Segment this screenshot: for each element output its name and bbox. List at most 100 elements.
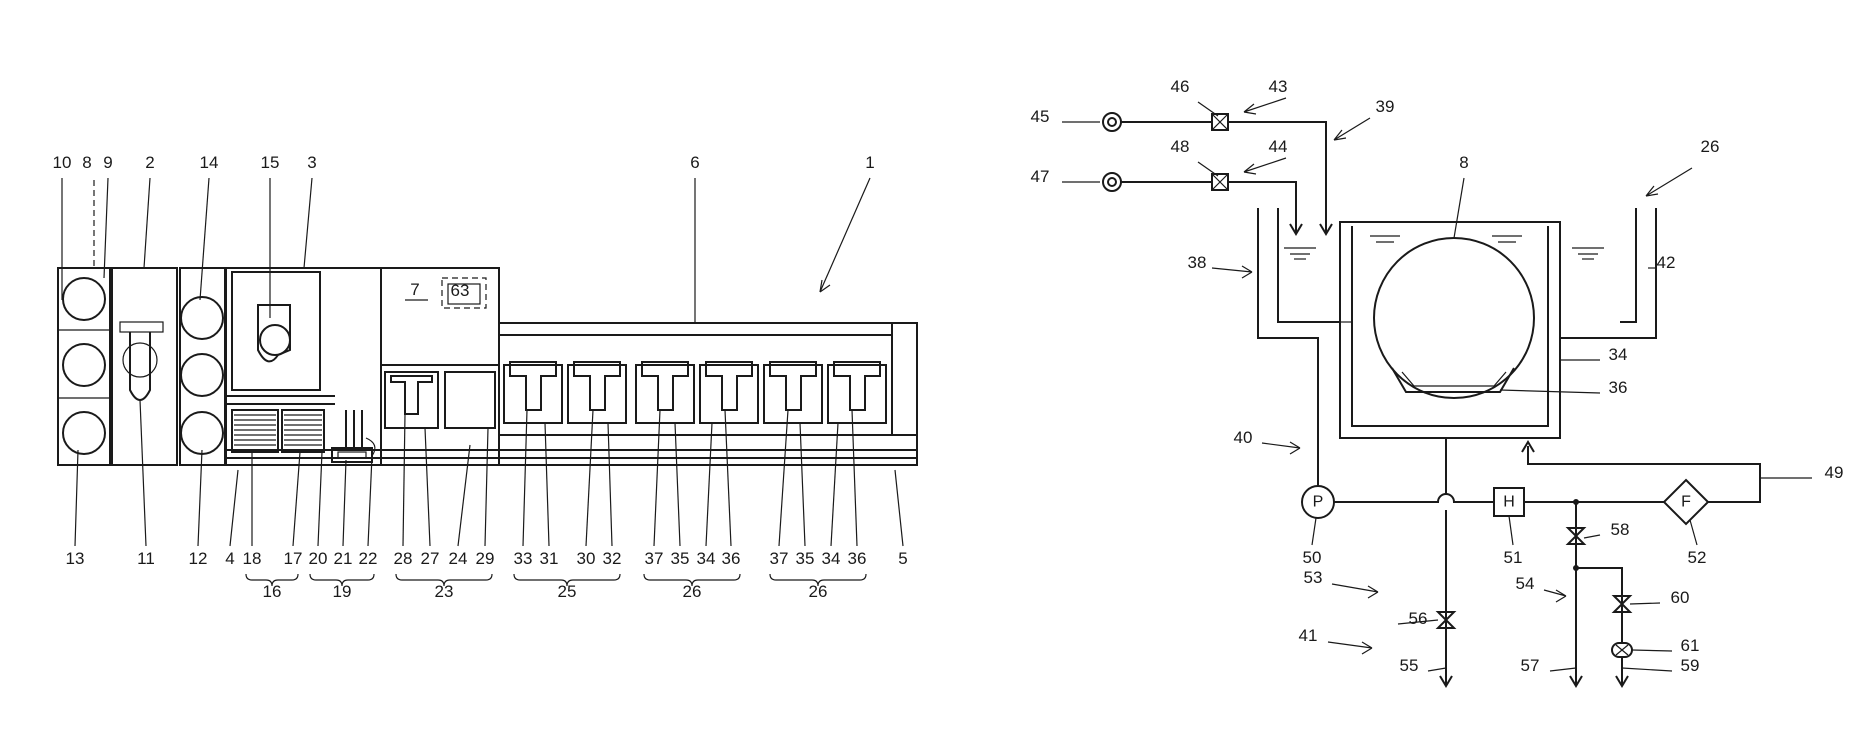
left-top-label-15: 15	[261, 153, 280, 172]
left-box-labels: 763	[410, 280, 469, 300]
left-group-label-26: 26	[809, 582, 828, 601]
right-label-45: 45	[1031, 107, 1050, 126]
right-label-55: 55	[1400, 656, 1419, 675]
tank-group-26b	[764, 362, 886, 423]
right-label-57: 57	[1521, 656, 1540, 675]
heater-symbol: H	[1503, 494, 1515, 511]
right-label-39: 39	[1376, 97, 1395, 116]
right-label-44: 44	[1269, 137, 1288, 156]
carrier-1	[63, 278, 105, 320]
right-label-46: 46	[1171, 77, 1190, 96]
carrier-2	[63, 344, 105, 386]
left-bottom-label-35: 35	[796, 549, 815, 568]
left-bottom-label-13: 13	[66, 549, 85, 568]
right-label-38: 38	[1188, 253, 1207, 272]
left-top-label-2: 2	[145, 153, 154, 172]
drying-tank-29	[445, 372, 495, 428]
right-label-41: 41	[1299, 626, 1318, 645]
left-bottom-label-32: 32	[603, 549, 622, 568]
left-group-label-23: 23	[435, 582, 454, 601]
left-bottom-label-22: 22	[359, 549, 378, 568]
right-labels: 45 46 43 39 48 44 47 8 26 38 42 34 36 40 49 50 51 52 58 53 5…	[1031, 77, 1844, 675]
left-top-label-1: 1	[865, 153, 874, 172]
leader-lines-bottom	[75, 400, 903, 546]
left-top-label-9: 9	[103, 153, 112, 172]
left-bottom-label-33: 33	[514, 549, 533, 568]
right-label-40: 40	[1234, 428, 1253, 447]
left-bottom-label-27: 27	[421, 549, 440, 568]
pump-symbol: P	[1313, 494, 1324, 511]
right-label-61: 61	[1681, 636, 1700, 655]
right-label-8: 8	[1459, 153, 1468, 172]
left-bottom-label-37: 37	[770, 549, 789, 568]
left-bottom-label-17: 17	[284, 549, 303, 568]
supply-source-47	[1103, 173, 1121, 191]
right-label-53: 53	[1304, 568, 1323, 587]
left-top-labels: 10 89 2 14 15 3 6 1	[53, 153, 875, 172]
left-bottom-label-31: 31	[540, 549, 559, 568]
filter-symbol: F	[1681, 494, 1691, 511]
left-bottom-label-34: 34	[822, 549, 841, 568]
left-group-label-26: 26	[683, 582, 702, 601]
supply-source-45	[1103, 113, 1121, 131]
carrier-3	[63, 412, 105, 454]
left-bottom-label-36: 36	[848, 549, 867, 568]
right-label-49: 49	[1825, 463, 1844, 482]
cleaning-tank-27	[385, 372, 438, 428]
right-label-56: 56	[1409, 609, 1428, 628]
right-label-36: 36	[1609, 378, 1628, 397]
carrier-transfer-section	[112, 268, 177, 465]
right-label-54: 54	[1516, 574, 1535, 593]
left-bottom-label-12: 12	[189, 549, 208, 568]
left-bottom-label-21: 21	[334, 549, 353, 568]
carrier-stage	[58, 268, 110, 465]
left-bottom-label-34: 34	[697, 549, 716, 568]
transfer-arm-19	[332, 410, 375, 462]
tank-piping-schematic: P H F	[1062, 98, 1812, 686]
left-bottom-label-37: 37	[645, 549, 664, 568]
left-bottom-label-5: 5	[898, 549, 907, 568]
left-bottom-label-11: 11	[137, 549, 155, 568]
right-label-58: 58	[1611, 520, 1630, 539]
left-bottom-labels: 1311124181720212228272429333130323735343…	[66, 549, 908, 568]
right-label-34: 34	[1609, 345, 1628, 364]
leader-lines-top	[62, 178, 870, 323]
wafer-stack-17	[282, 410, 324, 452]
drying-section-23	[381, 268, 499, 465]
left-bottom-label-24: 24	[449, 549, 468, 568]
left-bottom-label-29: 29	[476, 549, 495, 568]
left-top-label-8: 8	[82, 153, 91, 172]
right-label-48: 48	[1171, 137, 1190, 156]
left-top-label-6: 6	[690, 153, 699, 172]
carrier-6	[181, 412, 223, 454]
left-bottom-label-36: 36	[722, 549, 741, 568]
right-label-43: 43	[1269, 77, 1288, 96]
apparatus-plan-view	[58, 178, 917, 586]
left-bottom-label-18: 18	[243, 549, 262, 568]
left-bottom-label-28: 28	[394, 549, 413, 568]
right-label-59: 59	[1681, 656, 1700, 675]
right-label-51: 51	[1504, 548, 1523, 567]
outer-tank	[1258, 208, 1318, 446]
left-group-label-19: 19	[333, 582, 352, 601]
carrier-5	[181, 354, 223, 396]
schematic-leader-lines	[1198, 102, 1812, 671]
left-group-labels: 161923252626	[263, 582, 828, 601]
left-bottom-label-30: 30	[577, 549, 596, 568]
left-top-label-3: 3	[307, 153, 316, 172]
left-bottom-label-4: 4	[225, 549, 234, 568]
left-box-label-7: 7	[410, 280, 419, 299]
wafer-holder-36	[1392, 368, 1514, 392]
right-label-50: 50	[1303, 548, 1322, 567]
inner-tank-34	[1340, 222, 1560, 438]
wafer-stack-18	[232, 410, 278, 452]
right-label-52: 52	[1688, 548, 1707, 567]
left-top-label-14: 14	[200, 153, 219, 172]
right-label-42: 42	[1657, 253, 1676, 272]
right-label-47: 47	[1031, 167, 1050, 186]
right-label-26: 26	[1701, 137, 1720, 156]
left-bottom-label-35: 35	[671, 549, 690, 568]
left-top-label-10: 10	[53, 153, 72, 172]
right-label-60: 60	[1671, 588, 1690, 607]
